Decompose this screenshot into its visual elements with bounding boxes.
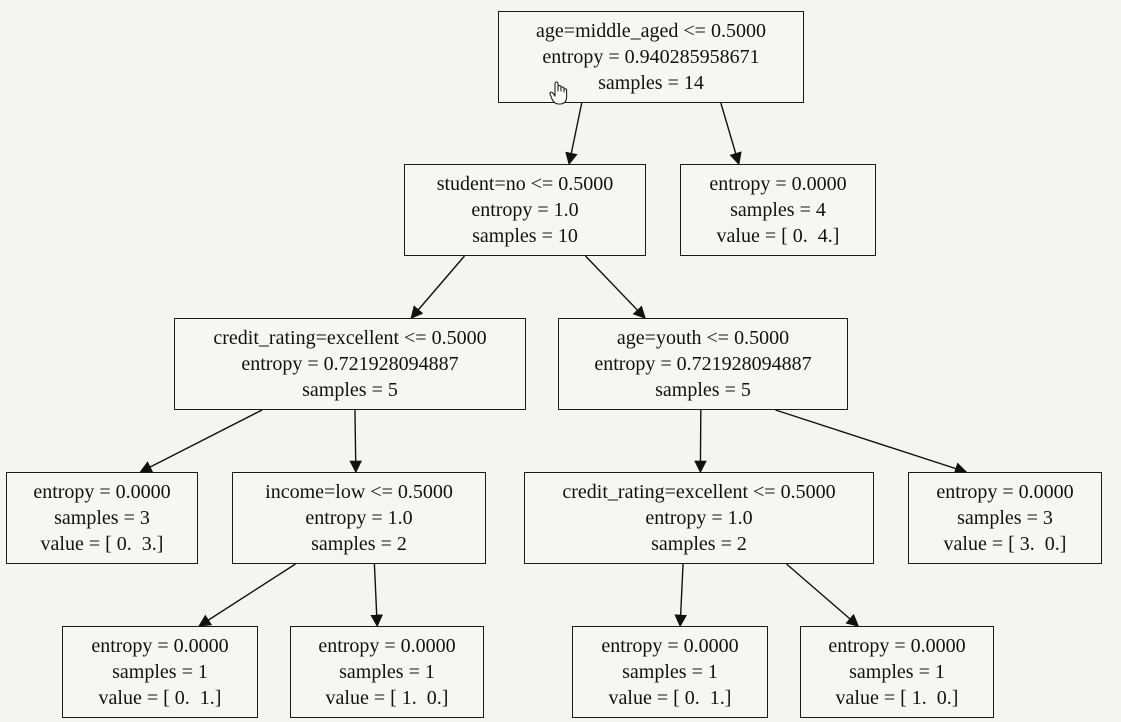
- node-line: samples = 3: [54, 507, 150, 529]
- node-line: entropy = 0.0000: [709, 173, 847, 195]
- tree-edge-arrow: [775, 409, 968, 475]
- node-line: entropy = 0.0000: [318, 635, 456, 657]
- node-line: entropy = 0.0000: [91, 635, 229, 657]
- node-line: income=low <= 0.5000: [265, 481, 453, 503]
- node-line: entropy = 1.0: [471, 199, 579, 221]
- tree-leaf-node: entropy = 0.0000 samples = 3 value = [ 0…: [6, 472, 198, 564]
- tree-node-student: student=no <= 0.5000 entropy = 1.0 sampl…: [404, 164, 646, 256]
- node-line: credit_rating=excellent <= 0.5000: [213, 327, 487, 349]
- node-line: samples = 2: [311, 533, 407, 555]
- node-line: entropy = 1.0: [305, 507, 413, 529]
- tree-node-credit-rating: credit_rating=excellent <= 0.5000 entrop…: [174, 318, 526, 410]
- node-line: age=middle_aged <= 0.5000: [536, 20, 766, 42]
- node-line: samples = 10: [472, 225, 578, 247]
- node-line: value = [ 0. 3.]: [40, 533, 164, 555]
- tree-leaf-node: entropy = 0.0000 samples = 4 value = [ 0…: [680, 164, 876, 256]
- node-line: value = [ 3. 0.]: [943, 533, 1067, 555]
- node-line: samples = 3: [957, 507, 1053, 529]
- node-line: student=no <= 0.5000: [436, 173, 614, 195]
- node-line: samples = 4: [730, 199, 826, 221]
- tree-edge-arrow: [720, 102, 742, 166]
- node-line: samples = 1: [849, 661, 945, 683]
- node-line: samples = 5: [655, 379, 751, 401]
- tree-node-age-youth: age=youth <= 0.5000 entropy = 0.72192809…: [558, 318, 848, 410]
- tree-edge-arrow: [349, 409, 362, 474]
- tree-edge-arrow: [584, 255, 646, 319]
- tree-edge-arrow: [565, 102, 583, 166]
- tree-node-credit-rating: credit_rating=excellent <= 0.5000 entrop…: [524, 472, 874, 564]
- node-line: samples = 1: [622, 661, 718, 683]
- tree-leaf-node: entropy = 0.0000 samples = 1 value = [ 0…: [62, 626, 258, 718]
- node-line: entropy = 0.0000: [936, 481, 1074, 503]
- tree-leaf-node: entropy = 0.0000 samples = 3 value = [ 3…: [908, 472, 1102, 564]
- node-line: entropy = 0.721928094887: [594, 353, 812, 375]
- node-line: value = [ 1. 0.]: [835, 687, 959, 709]
- tree-edge-arrow: [370, 563, 383, 628]
- node-line: entropy = 0.0000: [601, 635, 739, 657]
- tree-leaf-node: entropy = 0.0000 samples = 1 value = [ 1…: [800, 626, 994, 718]
- hand-pointer-icon: [549, 81, 568, 105]
- node-line: entropy = 0.0000: [828, 635, 966, 657]
- node-line: entropy = 1.0: [645, 507, 753, 529]
- node-line: value = [ 0. 1.]: [608, 687, 732, 709]
- tree-edge-arrow: [410, 255, 466, 319]
- node-line: entropy = 0.940285958671: [542, 46, 760, 68]
- node-line: credit_rating=excellent <= 0.5000: [562, 481, 836, 503]
- node-line: samples = 2: [651, 533, 747, 555]
- tree-leaf-node: entropy = 0.0000 samples = 1 value = [ 1…: [290, 626, 484, 718]
- node-line: value = [ 0. 1.]: [98, 687, 222, 709]
- node-line: age=youth <= 0.5000: [616, 327, 790, 349]
- tree-leaf-node: entropy = 0.0000 samples = 1 value = [ 0…: [572, 626, 768, 718]
- node-line: samples = 1: [112, 661, 208, 683]
- tree-node-root: age=middle_aged <= 0.5000 entropy = 0.94…: [498, 11, 804, 103]
- tree-edge-arrow: [139, 409, 263, 473]
- tree-edge-arrow: [198, 563, 296, 627]
- tree-node-income: income=low <= 0.5000 entropy = 1.0 sampl…: [232, 472, 486, 564]
- tree-edge-arrow: [786, 563, 860, 627]
- node-line: samples = 1: [339, 661, 435, 683]
- node-line: entropy = 0.721928094887: [241, 353, 459, 375]
- tree-edge-arrow: [674, 563, 687, 628]
- node-line: samples = 14: [598, 72, 704, 94]
- node-line: entropy = 0.0000: [33, 481, 171, 503]
- node-line: value = [ 1. 0.]: [325, 687, 449, 709]
- node-line: value = [ 0. 4.]: [716, 225, 840, 247]
- node-line: samples = 5: [302, 379, 398, 401]
